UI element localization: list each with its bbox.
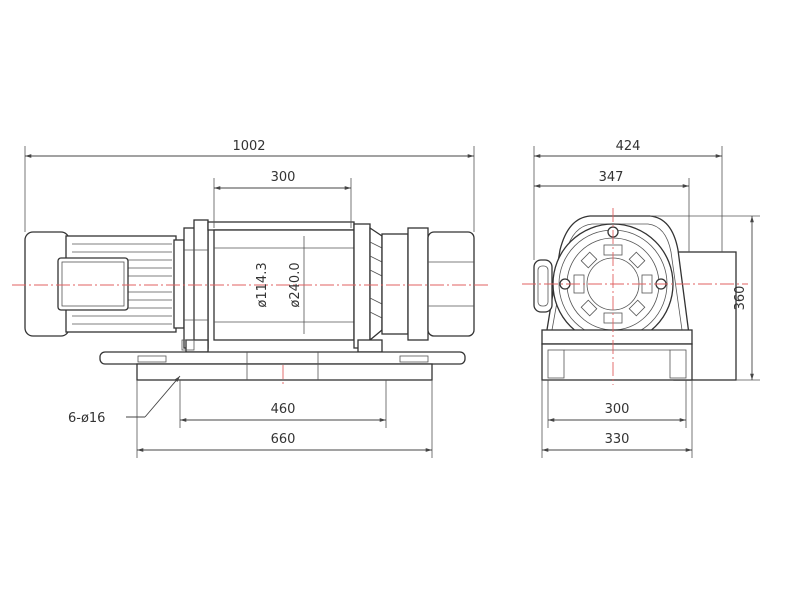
right-frame xyxy=(353,223,475,353)
end-view xyxy=(522,208,748,385)
terminal-box-inner xyxy=(61,261,125,307)
right-frame-teeth xyxy=(369,241,383,319)
dim-hole-spacing: 460 xyxy=(271,402,296,417)
motor xyxy=(24,231,185,337)
leader-mount-holes xyxy=(144,375,181,418)
dim-end-base-width: 330 xyxy=(605,432,630,447)
left-frame xyxy=(183,219,209,353)
base-slot-left xyxy=(137,355,167,363)
dim-drum-inner-diameter: ø114.3 xyxy=(255,262,270,307)
dim-end-overall-width: 424 xyxy=(616,139,641,154)
end-dimensions: 424 347 360 300 330 xyxy=(533,139,760,458)
end-plate xyxy=(541,329,693,345)
dim-base-length: 660 xyxy=(271,432,296,447)
base-frame xyxy=(136,363,433,381)
base-bracket-left xyxy=(181,339,195,351)
dim-drum-flange-diameter: ø240.0 xyxy=(288,262,303,307)
side-dimensions: 1002 300 ø114.3 ø240.0 460 660 6-ø16 xyxy=(24,139,475,458)
drum xyxy=(207,221,355,341)
gearbox-housing xyxy=(381,233,409,335)
dim-end-inner-width: 347 xyxy=(599,170,624,185)
terminal-box xyxy=(57,257,129,311)
side-base xyxy=(99,339,466,381)
end-knob xyxy=(533,259,553,313)
gearbox-flange xyxy=(407,227,429,341)
base-slot-right xyxy=(399,355,429,363)
end-base xyxy=(541,343,693,381)
right-frame-post xyxy=(353,223,371,349)
dim-end-hole-spacing: 300 xyxy=(605,402,630,417)
motor-flange xyxy=(173,239,185,329)
right-foot xyxy=(357,339,383,353)
tie-bar xyxy=(207,221,355,231)
dim-overall-length: 1002 xyxy=(232,139,265,154)
gearbox-cover xyxy=(427,231,475,337)
dim-drum-length: 300 xyxy=(271,170,296,185)
dim-end-height: 360 xyxy=(733,286,748,311)
dim-mount-holes: 6-ø16 xyxy=(68,411,105,426)
side-view xyxy=(12,219,490,385)
